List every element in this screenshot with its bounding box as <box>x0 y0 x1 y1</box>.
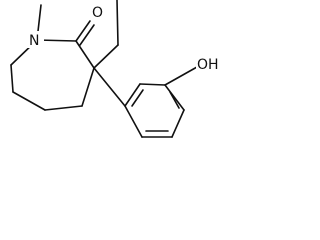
bond-phenyl-inner-2 <box>169 91 180 109</box>
bond-carbonyl-o-2 <box>79 24 95 46</box>
chemical-structure: N O OH <box>10 0 232 138</box>
bond-ethyl-ch3 <box>116 0 119 46</box>
n-label-background <box>27 31 44 48</box>
bond-ethyl-ch2 <box>93 44 119 69</box>
oh-label-background <box>196 56 232 74</box>
bond-phenyl-3-4 <box>164 84 185 111</box>
bond-phenyl-1-2 <box>124 83 141 107</box>
o-label-background <box>91 4 107 20</box>
bond-carbonyl-o-1 <box>75 20 91 42</box>
nitrogen-label: N <box>29 33 39 49</box>
carbonyl-oxygen-label: O <box>92 5 103 21</box>
bond-quaternary-phenyl <box>93 67 126 107</box>
bond-phenyl-inner-1 <box>131 89 144 107</box>
bond-phenyl-4-5 <box>171 109 185 138</box>
bond-carbonyl-quaternary <box>75 40 95 69</box>
bond-ring-c5-c4 <box>44 105 83 111</box>
bond-ring-c6-c5 <box>12 91 46 111</box>
bond-phenyl-oh <box>164 66 198 86</box>
atom-labels: N O OH <box>27 4 232 74</box>
bond-ring-c4-quaternary <box>81 67 95 107</box>
bond-ring-c7-c6 <box>10 64 14 93</box>
bonds <box>10 0 198 138</box>
hydroxyl-label: OH <box>197 57 219 73</box>
bond-phenyl-2-3 <box>139 83 166 86</box>
bond-phenyl-6-1 <box>124 105 143 138</box>
